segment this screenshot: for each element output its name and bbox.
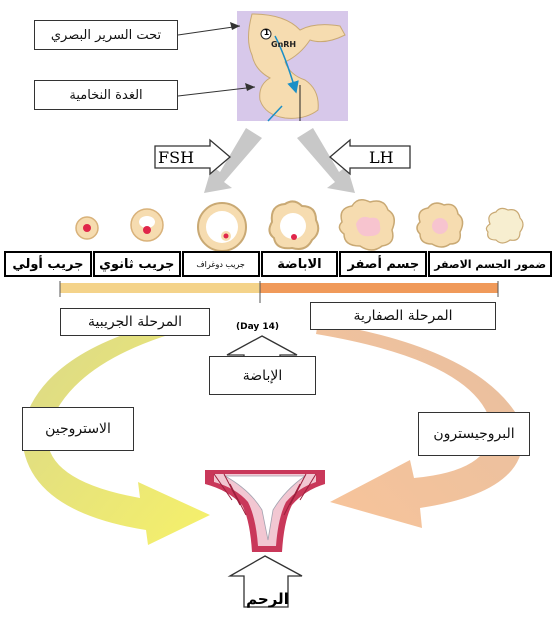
fsh-callout xyxy=(154,138,232,176)
follicular-phase-label-box: المرحلة الجريبية xyxy=(60,308,210,336)
luteal-phase-bar xyxy=(260,283,498,293)
pituitary-pointer xyxy=(177,86,256,97)
lh-callout xyxy=(328,138,411,176)
graafian-follicle-icon xyxy=(197,202,247,252)
lh-arrow-icon xyxy=(297,128,355,193)
stage-labels-row: جريب أولي جريب ثانوي جريب دوغراف الاباضة… xyxy=(4,251,553,277)
progesterone-arrow-icon xyxy=(316,322,523,528)
pituitary-label-box: الغدة النخامية xyxy=(34,80,178,110)
fsh-arrow-icon xyxy=(204,128,262,193)
hypothalamus-pointer xyxy=(177,25,241,36)
day-14-label: (Day 14) xyxy=(236,322,280,332)
luteal-phase-label: المرحلة الصفارية xyxy=(353,308,453,324)
progesterone-label-box: البروجيسترون xyxy=(418,412,530,456)
hypothalamus-label-box: تحت السرير البصري xyxy=(34,20,178,50)
stage-secondary-follicle: جريب ثانوي xyxy=(92,251,181,277)
primary-follicle-icon xyxy=(75,216,99,240)
fsh-label: FSH xyxy=(158,148,195,167)
secondary-follicle-icon xyxy=(130,208,164,242)
luteal-phase-label-box: المرحلة الصفارية xyxy=(310,302,496,330)
corpus-albicans-icon xyxy=(485,207,524,244)
uterus-callout xyxy=(227,555,303,608)
estrogen-label: الاستروجين xyxy=(45,421,111,437)
estrogen-arrow-icon xyxy=(21,315,210,545)
pituitary-illustration xyxy=(237,11,348,122)
gnrh-label: GnRH xyxy=(271,40,297,49)
corpus-luteum-icon xyxy=(338,199,395,251)
ovulation-follicle-icon xyxy=(268,200,320,250)
ovulation-label: الإباضة xyxy=(242,367,283,384)
stage-corpus-luteum: جسم أصفر xyxy=(339,251,428,277)
stage-ovulation: الاباضة xyxy=(260,251,339,277)
uterus-illustration xyxy=(205,470,325,552)
progesterone-label: البروجيسترون xyxy=(433,426,515,442)
stage-corpus-luteum-regression: ضمور الجسم الاصفر xyxy=(428,251,553,277)
ovulation-label-frame: الإباضة xyxy=(209,356,316,395)
hypothalamus-label: تحت السرير البصري xyxy=(50,27,162,43)
corpus-luteum-regressing-icon xyxy=(416,202,464,248)
stage-graafian-follicle: جريب دوغراف xyxy=(181,251,260,277)
follicular-phase-label: المرحلة الجريبية xyxy=(88,314,182,330)
uterus-label: الرحم xyxy=(246,590,289,608)
stage-primary-follicle: جريب أولي xyxy=(4,251,92,277)
follicular-phase-bar xyxy=(60,283,260,293)
estrogen-label-box: الاستروجين xyxy=(22,407,134,451)
lh-label: LH xyxy=(369,148,394,167)
pituitary-label: الغدة النخامية xyxy=(69,87,143,103)
gnrh-marker: 1 xyxy=(263,28,270,37)
